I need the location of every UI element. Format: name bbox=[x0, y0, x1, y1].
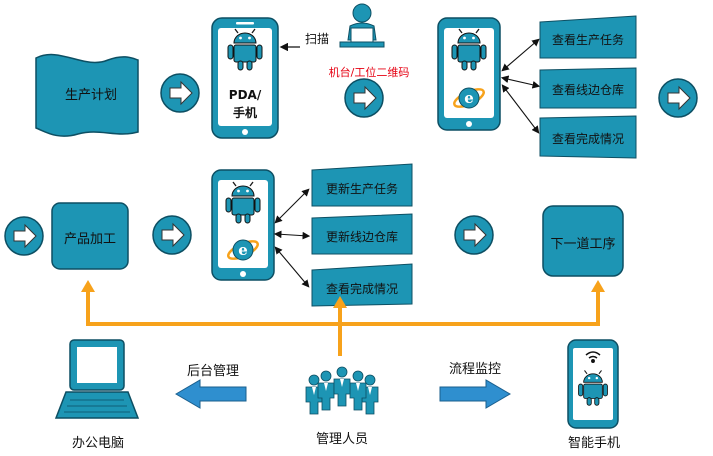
backend-arrow bbox=[175, 379, 247, 409]
laptop-icon bbox=[54, 339, 140, 419]
people-icon bbox=[305, 366, 379, 415]
pda-label-line2: 手机 bbox=[232, 106, 257, 120]
product-process-label: 产品加工 bbox=[63, 232, 116, 247]
right-arrow-icon bbox=[152, 215, 192, 255]
row1-connectors bbox=[500, 38, 541, 134]
task-label-3: 查看完成情况 bbox=[551, 132, 624, 146]
scan-label: 扫描 bbox=[304, 32, 329, 46]
task-label-2: 查看线边仓库 bbox=[551, 83, 624, 97]
row2-connectors bbox=[273, 188, 311, 288]
managers-label: 管理人员 bbox=[315, 432, 368, 447]
right-arrow-icon bbox=[658, 78, 698, 118]
update-label-3: 查看完成情况 bbox=[325, 282, 398, 296]
update-box-3 bbox=[311, 263, 413, 307]
task-label-1: 查看生产任务 bbox=[551, 33, 624, 47]
update-label-1: 更新生产任务 bbox=[325, 182, 398, 196]
update-label-2: 更新线边仓库 bbox=[325, 230, 398, 244]
smartphone-label: 智能手机 bbox=[567, 436, 620, 451]
next-process-node bbox=[542, 205, 624, 277]
right-arrow-icon bbox=[4, 216, 44, 256]
product-process-node bbox=[51, 202, 129, 270]
update-box-1 bbox=[311, 163, 413, 207]
feedback-lines bbox=[86, 290, 600, 356]
task-box-2 bbox=[539, 67, 637, 109]
task-box-3 bbox=[539, 115, 637, 159]
production-plan-node bbox=[35, 53, 139, 137]
update-box-2 bbox=[311, 213, 413, 255]
qr-code-label: 机台/工位二维码 bbox=[328, 66, 410, 79]
right-arrow-icon bbox=[344, 78, 384, 118]
monitor-label: 流程监控 bbox=[448, 362, 501, 377]
next-process-label: 下一道工序 bbox=[550, 237, 616, 252]
person-at-desk-icon bbox=[339, 3, 385, 48]
feedback-arrowheads bbox=[81, 280, 605, 308]
office-pc-label: 办公电脑 bbox=[71, 436, 124, 451]
pda-label-line1: PDA/ bbox=[228, 88, 262, 102]
right-arrow-icon bbox=[454, 215, 494, 255]
right-arrow-icon bbox=[160, 73, 200, 113]
monitor-arrow bbox=[439, 379, 511, 409]
task-box-1 bbox=[539, 15, 637, 59]
production-plan-label: 生产计划 bbox=[64, 88, 117, 103]
backend-label: 后台管理 bbox=[186, 364, 239, 379]
wifi-icon bbox=[585, 351, 601, 363]
